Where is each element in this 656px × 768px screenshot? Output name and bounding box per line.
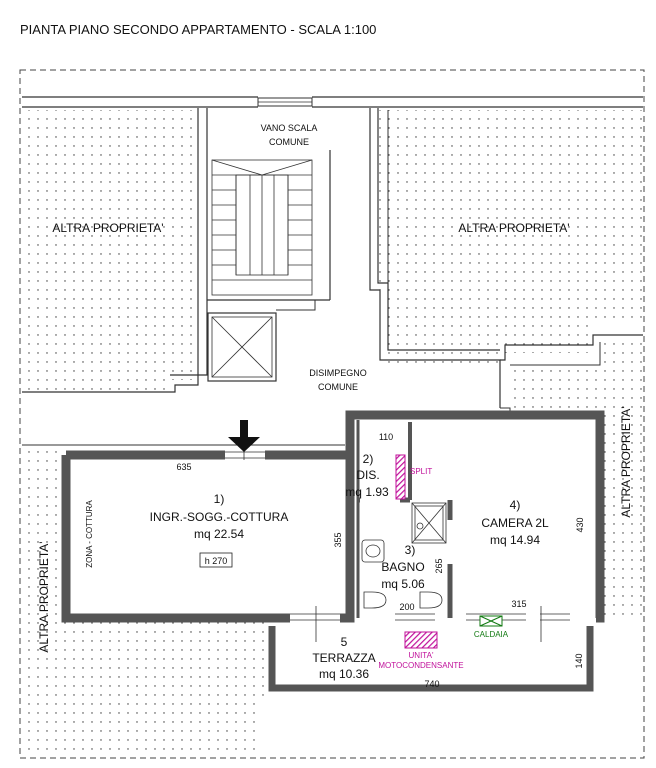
stair-flights [211,159,313,296]
cooking-zone-label: ZONA - COTTURA [85,500,94,568]
apartment-walls [61,410,605,692]
bath-number: 3) [405,543,416,557]
dim-terrace-width: 740 [424,679,439,689]
outdoor-unit-icon [404,631,438,649]
split-label: SPLIT [410,467,432,476]
other-property-right: ALTRA PROPRIETA' [458,221,569,235]
terrace-number: 5 [341,635,348,649]
boiler-icon [479,615,503,627]
plan-title: PIANTA PIANO SECONDO APPARTAMENTO - SCAL… [20,22,376,37]
wc [363,591,387,609]
other-property-left-side: ALTRA PROPRIETA' [37,541,51,652]
split-unit-icon [395,454,406,500]
dis-number: 2) [363,452,374,466]
bath-area: mq 5.06 [381,577,425,591]
landing-label-1: DISIMPEGNO [309,368,367,378]
dim-bedroom-width: 315 [511,599,526,609]
living-height: h 270 [205,556,228,566]
dim-terrace-depth: 140 [574,653,584,668]
entrance-arrow-icon [228,420,260,452]
living-name: INGR.-SOGG.-COTTURA [150,510,289,524]
living-area: mq 22.54 [194,527,244,541]
other-property-left: ALTRA PROPRIETA' [52,221,163,235]
other-property-right-side: ALTRA PROPRIETA' [619,406,633,517]
stair-label-2: COMUNE [269,137,309,147]
dim-living-depth: 355 [333,532,343,547]
bedroom-number: 4) [510,498,521,512]
dis-area: mq 1.93 [345,485,389,499]
dim-bath-depth: 265 [434,558,444,573]
boiler-label: CALDAIA [474,630,509,639]
dim-dis-width: 110 [379,432,393,442]
dis-name: DIS. [356,468,379,482]
living-number: 1) [214,492,225,506]
bath-name: BAGNO [381,560,424,574]
stair-label-1: VANO SCALA [261,123,318,133]
bedroom-name: CAMERA 2L [481,516,549,530]
bedroom-area: mq 14.94 [490,533,540,547]
dim-bedroom-depth: 430 [575,517,585,532]
building-outline [22,96,643,446]
dim-bath-width: 200 [399,602,414,612]
terrace-name: TERRAZZA [312,651,375,665]
property-boundary [19,69,645,759]
outdoor-unit-label-1: UNITA' [409,651,434,660]
bathroom-fixtures [361,502,447,609]
bidet [419,591,443,609]
terrace-area: mq 10.36 [319,667,369,681]
dim-living-width: 635 [176,462,191,472]
washbasin [361,539,385,563]
window-frames [225,450,570,642]
ceiling-height-box [199,552,233,568]
outdoor-unit-label-2: MOTOCONDENSANTE [378,661,463,670]
landing-label-2: COMUNE [318,382,358,392]
